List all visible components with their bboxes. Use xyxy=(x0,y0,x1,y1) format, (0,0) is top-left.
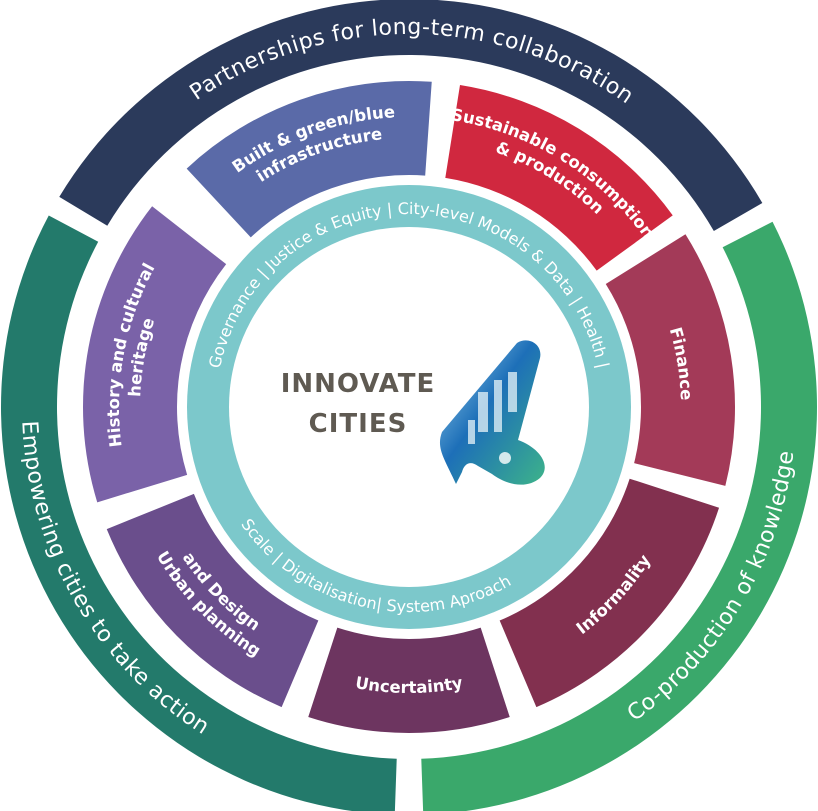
inner-ring-center xyxy=(229,227,589,587)
inner-ring: Governance | Justice & Equity | City-lev… xyxy=(187,185,631,629)
logo-line-1: INNOVATE xyxy=(281,369,436,399)
middle-segment-3 xyxy=(605,234,736,486)
logo-mark-building-3 xyxy=(508,372,517,412)
middle-ring: Built & green/blueinfrastructureSustaina… xyxy=(83,81,736,734)
outer-segment-1 xyxy=(59,0,763,231)
logo-line-2: CITIES xyxy=(309,409,408,439)
middle-segment-7 xyxy=(83,206,227,503)
middle-segment-6 xyxy=(106,493,319,708)
logo-mark-building-4 xyxy=(468,420,475,444)
outer-segment-3 xyxy=(1,215,397,811)
middle-segment-4 xyxy=(499,478,720,708)
logo-mark-building-2 xyxy=(494,380,502,432)
logo: INNOVATE CITIES xyxy=(281,340,545,485)
middle-segment-1 xyxy=(186,81,432,238)
logo-mark-figure xyxy=(499,452,511,464)
outer-segment-2 xyxy=(421,221,817,811)
logo-mark-shape xyxy=(439,340,545,485)
middle-segment-5 xyxy=(308,627,510,734)
logo-mark-building-1 xyxy=(478,392,488,432)
middle-segment-2 xyxy=(445,85,673,271)
logo-mark-4-icon xyxy=(439,340,545,485)
